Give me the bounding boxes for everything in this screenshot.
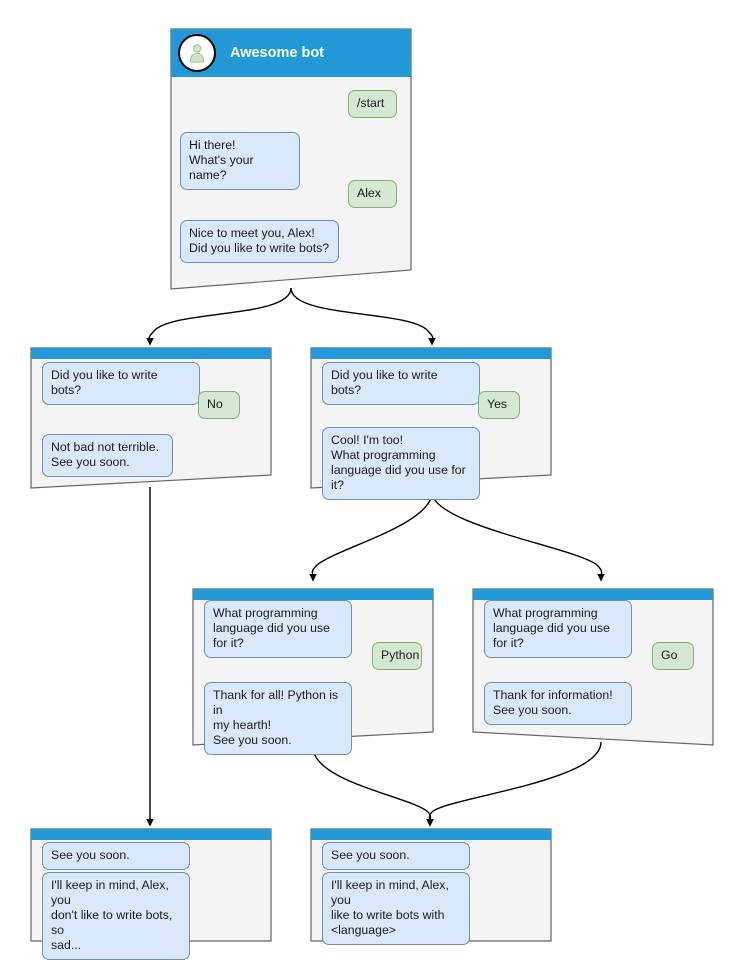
message-bubble-bot: Did you like to write bots? [42,362,200,405]
message-bubble-bot: What programming language did you use fo… [204,600,352,658]
message-bubble-user: /start [348,90,397,118]
message-bubble-bot: Thank for information! See you soon. [484,682,632,725]
person-glyph [189,43,205,63]
card-header [30,828,272,840]
edge-start-to-no [146,287,292,346]
card-header [30,347,272,359]
card-header [310,828,552,840]
message-bubble-bot: Thank for all! Python is in my hearth! S… [204,682,352,755]
message-bubble-user: Alex [348,180,397,208]
answer-no-card[interactable]: Did you like to write bots? No Not bad n… [30,347,272,489]
bot-name-label: Awesome bot [230,44,325,61]
message-bubble-user: Python [372,642,422,670]
message-bubble-user: Yes [478,391,520,419]
end-happy-card[interactable]: See you soon. I'll keep in mind, Alex, y… [310,828,552,945]
message-bubble-bot: I'll keep in mind, Alex, you like to wri… [322,872,470,945]
message-bubble-bot: What programming language did you use fo… [484,600,632,658]
edge-go-to-end-happy [426,741,602,827]
message-bubble-bot: Nice to meet you, Alex! Did you like to … [180,220,339,263]
message-bubble-bot: Hi there! What's your name? [180,132,300,190]
message-bubble-bot: See you soon. [322,842,470,870]
message-bubble-bot: Not bad not terrible. See you soon. [42,434,173,477]
answer-go-card[interactable]: What programming language did you use fo… [472,588,714,746]
card-header [192,588,434,600]
message-bubble-bot: I'll keep in mind, Alex, you don't like … [42,872,190,960]
person-avatar-icon [178,33,216,72]
edge-yes-to-python [309,491,433,582]
message-bubble-user: No [198,391,240,419]
edge-start-to-yes [290,287,436,346]
start-conversation-card[interactable]: Awesome bot /start Hi there! What's your… [170,28,412,290]
message-bubble-user: Go [652,642,694,670]
message-bubble-bot: Cool! I'm too! What programming language… [322,427,480,500]
answer-yes-card[interactable]: Did you like to write bots? Yes Cool! I'… [310,347,552,500]
card-header [472,588,714,600]
card-header [310,347,552,359]
message-bubble-bot: See you soon. [42,842,190,870]
edge-python-to-end-happy [312,746,434,827]
message-bubble-bot: Did you like to write bots? [322,362,480,405]
edge-yes-to-go [431,491,605,582]
end-sad-card[interactable]: See you soon. I'll keep in mind, Alex, y… [30,828,272,960]
answer-python-card[interactable]: What programming language did you use fo… [192,588,434,755]
card-header: Awesome bot [170,28,412,77]
